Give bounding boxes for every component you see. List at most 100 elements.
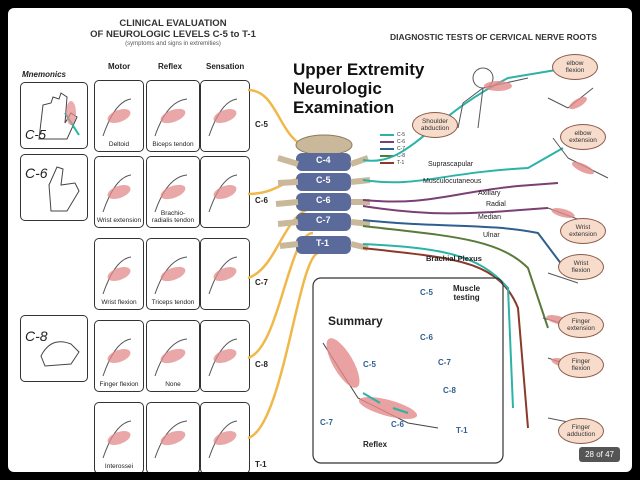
test-pill: Wrist flexion xyxy=(558,254,604,280)
motor-box-label: Wrist extension xyxy=(96,217,142,224)
motor-box: Deltoid xyxy=(94,80,144,152)
mnemonic-c5: C-5 xyxy=(20,82,88,149)
limb-illustration xyxy=(102,174,132,213)
mnemonic-c8: C-8 xyxy=(20,315,88,382)
mnemonic-label: C-6 xyxy=(25,165,48,181)
reflex-label: Reflex xyxy=(363,440,388,449)
sensation-box xyxy=(200,156,250,228)
limb-illustration xyxy=(154,420,188,459)
sensation-box xyxy=(200,238,250,310)
test-pill: elbow extension xyxy=(560,124,606,150)
summary-level: C-5 xyxy=(420,288,433,297)
motor-box: Wrist extension xyxy=(94,156,144,228)
right-title: DIAGNOSTIC TESTS OF CERVICAL NERVE ROOTS xyxy=(390,32,597,42)
col-sensation: Sensation xyxy=(206,62,245,71)
reflex-box-label: None xyxy=(165,381,181,388)
limb-illustration xyxy=(154,174,188,213)
test-pill: Shoulder abduction xyxy=(412,112,458,138)
nerve-label: Ulnar xyxy=(483,232,500,239)
nerve-label: Axillary xyxy=(478,190,501,197)
mnemonic-label: C-8 xyxy=(25,328,48,344)
motor-box-label: Interossei xyxy=(104,463,134,470)
main-title-2: Neurologic xyxy=(293,79,382,98)
motor-box-label: Wrist flexion xyxy=(101,299,137,306)
nerve-label: Median xyxy=(478,214,501,221)
root-level-label: C-6 xyxy=(255,196,268,205)
test-pill: elbow flexion xyxy=(552,54,598,80)
limb-illustration xyxy=(208,256,238,295)
left-subtitle: (symptoms and signs in extremities) xyxy=(125,41,221,47)
slide: CLINICAL EVALUATION OF NEUROLOGIC LEVELS… xyxy=(8,8,632,472)
sensation-box xyxy=(200,80,250,152)
main-title-3: Examination xyxy=(293,98,395,117)
limb-illustration xyxy=(154,98,188,137)
root-level-label: C-7 xyxy=(255,278,268,287)
reflex-box-label: Biceps tendon xyxy=(152,141,194,148)
motor-box: Interossei xyxy=(94,402,144,472)
left-title: CLINICAL EVALUATION xyxy=(119,18,227,29)
nerve-label: Musculocutaneous xyxy=(423,178,482,185)
hand-fist-icon xyxy=(40,341,80,367)
plexus-diagram xyxy=(247,67,609,464)
limb-illustration xyxy=(154,256,188,295)
reflex-box: Biceps tendon xyxy=(146,80,200,152)
legend-swatch xyxy=(380,141,394,143)
legend-swatch xyxy=(380,134,394,136)
limb-illustration xyxy=(208,174,238,213)
left-title-2: OF NEUROLOGIC LEVELS C-5 to T-1 xyxy=(90,29,256,40)
legend-label: T-1 xyxy=(397,160,405,166)
plexus-lines xyxy=(362,67,569,429)
summary-level: C-6 xyxy=(420,333,433,342)
summary-level: C-6 xyxy=(391,420,404,429)
main-title-1: Upper Extremity xyxy=(293,60,425,79)
col-reflex: Reflex xyxy=(158,62,183,71)
sensation-box xyxy=(200,320,250,392)
summary-level: C-7 xyxy=(320,418,333,427)
limb-illustration xyxy=(102,420,132,459)
summary-level: C-8 xyxy=(443,386,456,395)
test-pill: Finger flexion xyxy=(558,352,604,378)
summary-title: Summary xyxy=(328,314,383,328)
reflex-box-label: Triceps tendon xyxy=(151,299,195,306)
motor-box-label: Finger flexion xyxy=(99,381,139,388)
motor-box: Wrist flexion xyxy=(94,238,144,310)
legend-label: C-6 xyxy=(397,139,406,145)
vertebra-label: T-1 xyxy=(316,238,330,248)
limb-illustration xyxy=(102,98,132,137)
test-pill: Finger extension xyxy=(558,312,604,338)
legend-label: C-5 xyxy=(397,132,406,138)
test-pill: Wrist extension xyxy=(560,218,606,244)
vertebra-label: C-4 xyxy=(316,155,331,165)
hand-six-icon xyxy=(48,166,80,212)
root-level-label: C-5 xyxy=(255,120,268,129)
summary-level: C-5 xyxy=(363,360,376,369)
sensation-box xyxy=(200,402,250,472)
vertebra-label: C-5 xyxy=(316,175,331,185)
limb-illustration xyxy=(154,338,188,377)
reflex-box: Brachio- radialis tendon xyxy=(146,156,200,228)
nerve-label: Suprascapular xyxy=(428,161,474,168)
vertebra-label: C-6 xyxy=(316,195,331,205)
reflex-box-label: Brachio- radialis tendon xyxy=(151,210,195,224)
page-indicator[interactable]: 28 of 47 xyxy=(579,447,620,462)
reflex-box: None xyxy=(146,320,200,392)
hand-icon xyxy=(38,92,80,140)
cervical-spine xyxy=(275,134,371,254)
legend-swatch xyxy=(380,148,394,150)
reflex-box: Triceps tendon xyxy=(146,238,200,310)
legend-label: C-7 xyxy=(397,146,406,152)
summary-frame xyxy=(312,277,504,464)
root-level-label: C-8 xyxy=(255,360,268,369)
mnemonic-c6: C-6 xyxy=(20,154,88,221)
col-motor: Motor xyxy=(108,62,131,71)
legend-swatch xyxy=(380,155,394,157)
muscle-testing-label: Muscle testing xyxy=(453,284,481,302)
legend-swatch xyxy=(380,162,394,164)
limb-illustration xyxy=(208,338,238,377)
root-level-label: T-1 xyxy=(255,460,267,469)
limb-illustration xyxy=(208,98,238,137)
limb-illustration xyxy=(102,256,132,295)
test-pill: Finger adduction xyxy=(558,418,604,444)
summary-level: C-7 xyxy=(438,358,451,367)
limb-illustration xyxy=(208,420,238,459)
